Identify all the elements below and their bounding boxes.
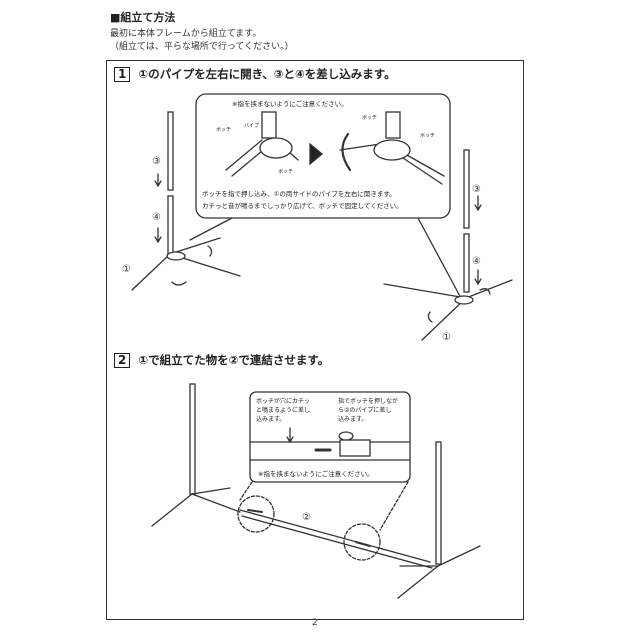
step2-callout: [239, 391, 411, 531]
arrow-3-right: [474, 195, 482, 212]
s2-note-left-line-3: 込みます。: [256, 416, 286, 423]
step2-caution: ※指を挟まないようにご注意ください。: [258, 470, 374, 478]
intro-line-2: （組立ては、平らな場所で行ってください。）: [110, 42, 294, 52]
s2-down-arrow: [286, 427, 294, 444]
rotate-arrow-right: [427, 311, 433, 323]
label-2: ②: [302, 512, 311, 523]
s2-callout-pointers: [239, 481, 409, 531]
left-leg-c: [169, 237, 221, 255]
callout-pointer-left: [189, 217, 233, 241]
label-1-left: ①: [122, 264, 131, 275]
label-pipe: バイプ: [244, 123, 260, 129]
s2-finger: [338, 431, 354, 441]
label-botchi-a: ボッチ: [216, 127, 232, 133]
label-4-right: ④: [472, 256, 481, 267]
page-number: 2: [312, 618, 318, 628]
s2-right-leg-b: [437, 545, 481, 567]
intro-line-1: 最初に本体フレームから組立てます。: [110, 29, 262, 39]
s2-right-pole: [435, 441, 442, 565]
rotate-arrow-left-2: [207, 245, 213, 257]
left-leg-a: [131, 253, 171, 291]
section-heading: ■組立て方法: [110, 11, 176, 24]
arrow-3-left: [154, 173, 162, 188]
label-3-left: ③: [152, 156, 161, 167]
right-pipe-upper: [463, 149, 470, 229]
left-pipe-upper: [167, 111, 174, 191]
left-base-hub: [166, 251, 186, 261]
s2-zoom-circle-right: [343, 523, 381, 561]
label-3-right: ③: [472, 184, 481, 195]
step1-left-stand: [131, 111, 241, 291]
rotate-arrow-right-2: [479, 288, 491, 295]
step1-callout: [189, 93, 463, 301]
right-leg-c: [465, 279, 513, 299]
arrow-4-right: [474, 269, 482, 286]
detail-right-hub: [373, 139, 411, 161]
s2-arrow-left: [247, 509, 263, 513]
s2-note-right-line-1: 指でボッチを押しなが: [338, 398, 399, 405]
detail-rotate-arrow: [341, 132, 352, 172]
step1-title: 1 ①のパイプを左右に開き、③と④を差し込みます。: [114, 66, 396, 82]
intro-text: 最初に本体フレームから組立てます。 （組立ては、平らな場所で行ってください。）: [110, 28, 294, 54]
s2-left-pole: [189, 383, 196, 495]
arrow-4-left: [154, 227, 162, 244]
s2-right-leg-a: [397, 565, 439, 599]
callout-pointer-right: [417, 217, 463, 301]
step1-number: 1: [114, 67, 131, 82]
detail-left-hub: [259, 137, 293, 159]
s2-detail-pipe: [249, 441, 411, 461]
rotate-arrow-left: [171, 281, 187, 286]
label-botchi-d: ボッチ: [420, 133, 436, 139]
step2-title-text: ①で組立てた物を②で連結させます。: [138, 353, 330, 367]
s2-note-right-line-2: ら②のパイプに差し: [338, 407, 392, 414]
s2-left-leg-b: [191, 487, 231, 495]
s2-connector-pipe: [239, 509, 433, 569]
s2-note-right-line-3: 込みます。: [338, 416, 368, 423]
left-pipe-lower: [167, 195, 174, 255]
step1-title-text: ①のパイプを左右に開き、③と④を差し込みます。: [138, 67, 396, 81]
s2-note-left-line-2: と鳴まるように差し: [256, 407, 311, 414]
detail-left-pipe: [261, 111, 277, 139]
step1-right-stand: [383, 149, 513, 341]
s2-arrow-right: [355, 541, 371, 547]
step2-number: 2: [114, 353, 131, 368]
step1-caution: ※指を挟まないようにご注意ください。: [232, 100, 348, 108]
s2-note-left-line-1: ボッチが穴にカチッ: [256, 398, 311, 405]
s2-zoom-circle-left: [237, 495, 275, 533]
instruction-frame: [106, 60, 524, 620]
label-botchi-c: ボッチ: [362, 115, 378, 121]
label-botchi-b: ボッチ: [278, 169, 294, 175]
step2-assembly: [151, 383, 481, 599]
right-leg-b: [421, 297, 467, 341]
label-1-right: ①: [442, 332, 451, 343]
right-leg-a: [383, 283, 467, 299]
s2-left-leg-a: [151, 493, 193, 527]
right-base-hub: [454, 295, 474, 305]
transition-triangle: [309, 142, 324, 166]
s2-detail-socket: [339, 439, 371, 457]
step1-instruction-line-2: カチっと音が鳴るまでしっかり広げて、ボッチで固定してください。: [202, 202, 403, 210]
detail-right-pipe: [385, 111, 401, 139]
step1-instruction-line-1: ボッチを指で押し込み、①の両サイドのパイプを左右に開きます。: [202, 190, 396, 198]
s2-left-leg-c: [191, 493, 241, 513]
label-4-left: ④: [152, 212, 161, 223]
right-pipe-lower: [463, 233, 470, 293]
step2-title: 2 ①で組立てた物を②で連結させます。: [114, 352, 329, 368]
